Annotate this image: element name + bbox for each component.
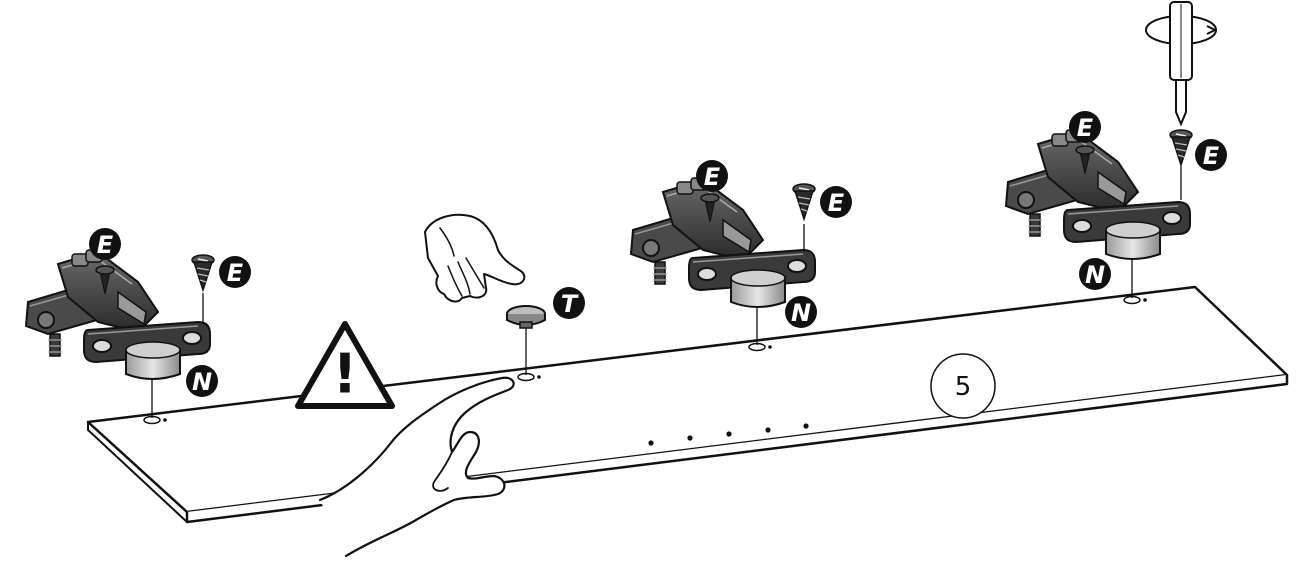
screw-1: [192, 255, 214, 290]
svg-text:E: E: [1077, 114, 1094, 142]
cover-cap: [507, 306, 545, 328]
hand-press-icon: [425, 215, 524, 302]
screw-3: [1170, 130, 1192, 165]
svg-text:N: N: [791, 299, 811, 327]
hinge-assembly-2: [631, 178, 815, 307]
svg-text:E: E: [704, 163, 721, 191]
label-screw-2b: E: [820, 186, 852, 218]
label-screw-2a: E: [696, 160, 728, 192]
svg-text:E: E: [97, 231, 114, 259]
hinge-assembly-3: [1006, 130, 1192, 259]
label-cup-1: N: [186, 365, 218, 397]
screw-2: [793, 184, 815, 219]
svg-text:E: E: [828, 189, 845, 217]
label-cup-3: N: [1079, 258, 1111, 290]
label-cup-2: N: [785, 296, 817, 328]
cabinet-panel: [88, 287, 1287, 522]
warning-symbol: !: [333, 343, 358, 406]
warning-triangle-icon: !: [298, 324, 392, 406]
svg-text:T: T: [561, 290, 579, 318]
label-screw-1a: E: [89, 228, 121, 260]
hinge-assembly-1: [26, 250, 214, 379]
svg-text:E: E: [1203, 142, 1220, 170]
step-number-badge: 5: [931, 354, 995, 418]
svg-text:E: E: [227, 259, 244, 287]
svg-text:N: N: [192, 368, 212, 396]
label-screw-1b: E: [219, 256, 251, 288]
svg-text:N: N: [1085, 261, 1105, 289]
label-cap: T: [553, 287, 585, 319]
label-screw-3a: E: [1069, 111, 1101, 143]
label-screw-3b: E: [1195, 139, 1227, 171]
step-number: 5: [955, 372, 972, 402]
screwdriver-icon: [1146, 2, 1216, 124]
